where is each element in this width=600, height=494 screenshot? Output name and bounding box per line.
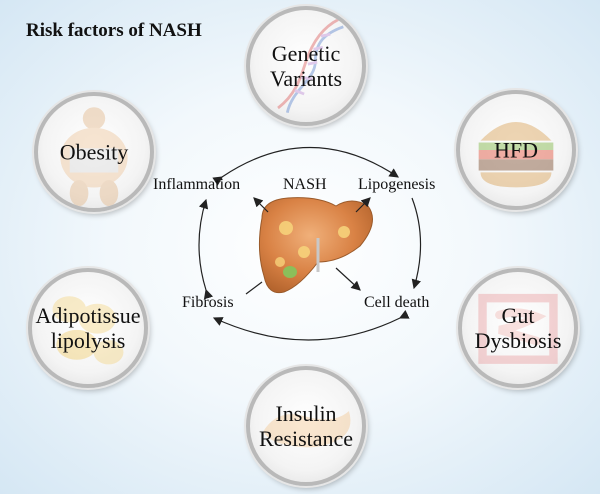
intestine-icon bbox=[478, 293, 558, 364]
lipogenesis-label: Lipogenesis bbox=[358, 176, 436, 193]
pancreas-icon bbox=[263, 411, 351, 448]
arrow-inflammation-lipogenesis bbox=[212, 147, 399, 186]
insulin-resistance-circle: Insulin Resistance bbox=[246, 366, 366, 486]
adipotissue-label-line2: lipolysis bbox=[50, 328, 126, 353]
diagram-title: Risk factors of NASH bbox=[26, 20, 202, 41]
gut-label-line1: Gut bbox=[501, 303, 535, 328]
dna-helix-icon bbox=[277, 18, 344, 114]
insulin-label-line2: Resistance bbox=[258, 426, 354, 451]
cell-death-label: Cell death bbox=[364, 294, 430, 311]
insulin-label-line1: Insulin bbox=[275, 401, 337, 426]
hfd-label: HFD bbox=[493, 137, 538, 163]
arrow-liver-lipogenesis bbox=[355, 197, 371, 213]
arrow-liver-celldeath bbox=[335, 267, 361, 291]
liver-icon bbox=[258, 197, 373, 294]
adipotissue-label-line1: Adipotissue bbox=[35, 303, 141, 328]
nash-label: NASH bbox=[283, 176, 327, 193]
genetic-label-line2: Variants bbox=[269, 66, 343, 91]
gut-label-line2: Dysbiosis bbox=[474, 328, 562, 353]
genetic-label-line1: Genetic bbox=[271, 41, 341, 66]
arrow-celldeath-fibrosis bbox=[212, 310, 410, 341]
adipotissue-circle: Adipotissue lipolysis bbox=[28, 268, 148, 388]
inflammation-label: Inflammation bbox=[153, 176, 241, 193]
genetic-variants-circle: Genetic Variants bbox=[246, 6, 366, 126]
fibrosis-label: Fibrosis bbox=[182, 294, 234, 311]
adipose-tissue-icon bbox=[52, 296, 124, 365]
arrow-liver-inflammation bbox=[253, 197, 269, 213]
arrow-liver-fibrosis bbox=[245, 281, 263, 295]
gut-dysbiosis-circle: Gut Dysbiosis bbox=[458, 268, 578, 388]
obesity-label: Obesity bbox=[59, 139, 129, 165]
burger-icon bbox=[478, 122, 554, 188]
arrow-fibrosis-inflammation bbox=[198, 198, 214, 300]
arrow-lipogenesis-celldeath bbox=[411, 197, 422, 290]
hfd-circle: HFD bbox=[456, 90, 576, 210]
obese-person-icon bbox=[60, 107, 128, 207]
obesity-circle: Obesity bbox=[34, 92, 154, 212]
